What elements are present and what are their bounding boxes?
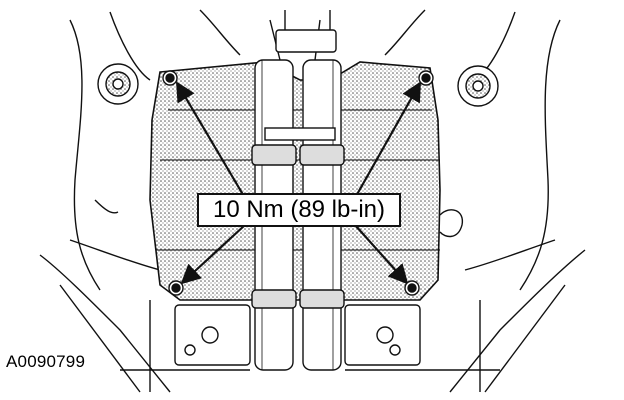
heat-shield-plate bbox=[149, 61, 441, 301]
arrow-bottom-left bbox=[180, 224, 246, 285]
bolt-top-left bbox=[162, 70, 178, 86]
torque-arrows bbox=[175, 81, 421, 285]
right-engine-mount bbox=[457, 65, 499, 107]
left-engine-mount bbox=[97, 63, 139, 105]
arrow-top-right bbox=[354, 81, 421, 199]
bolt-bottom-left bbox=[168, 280, 184, 296]
chassis-frame-lines bbox=[39, 9, 586, 393]
bolt-group bbox=[162, 70, 434, 296]
bolt-top-right bbox=[418, 70, 434, 86]
arrow-top-left bbox=[175, 81, 246, 199]
lower-crossmember bbox=[120, 304, 500, 371]
torque-spec-text: 10 Nm (89 lb-in) bbox=[212, 196, 386, 223]
figure-id-label: A0090799 bbox=[6, 352, 86, 371]
arrow-bottom-right bbox=[354, 224, 409, 285]
bolt-bottom-right bbox=[404, 280, 420, 296]
torque-spec-callout: 10 Nm (89 lb-in) bbox=[197, 193, 401, 227]
